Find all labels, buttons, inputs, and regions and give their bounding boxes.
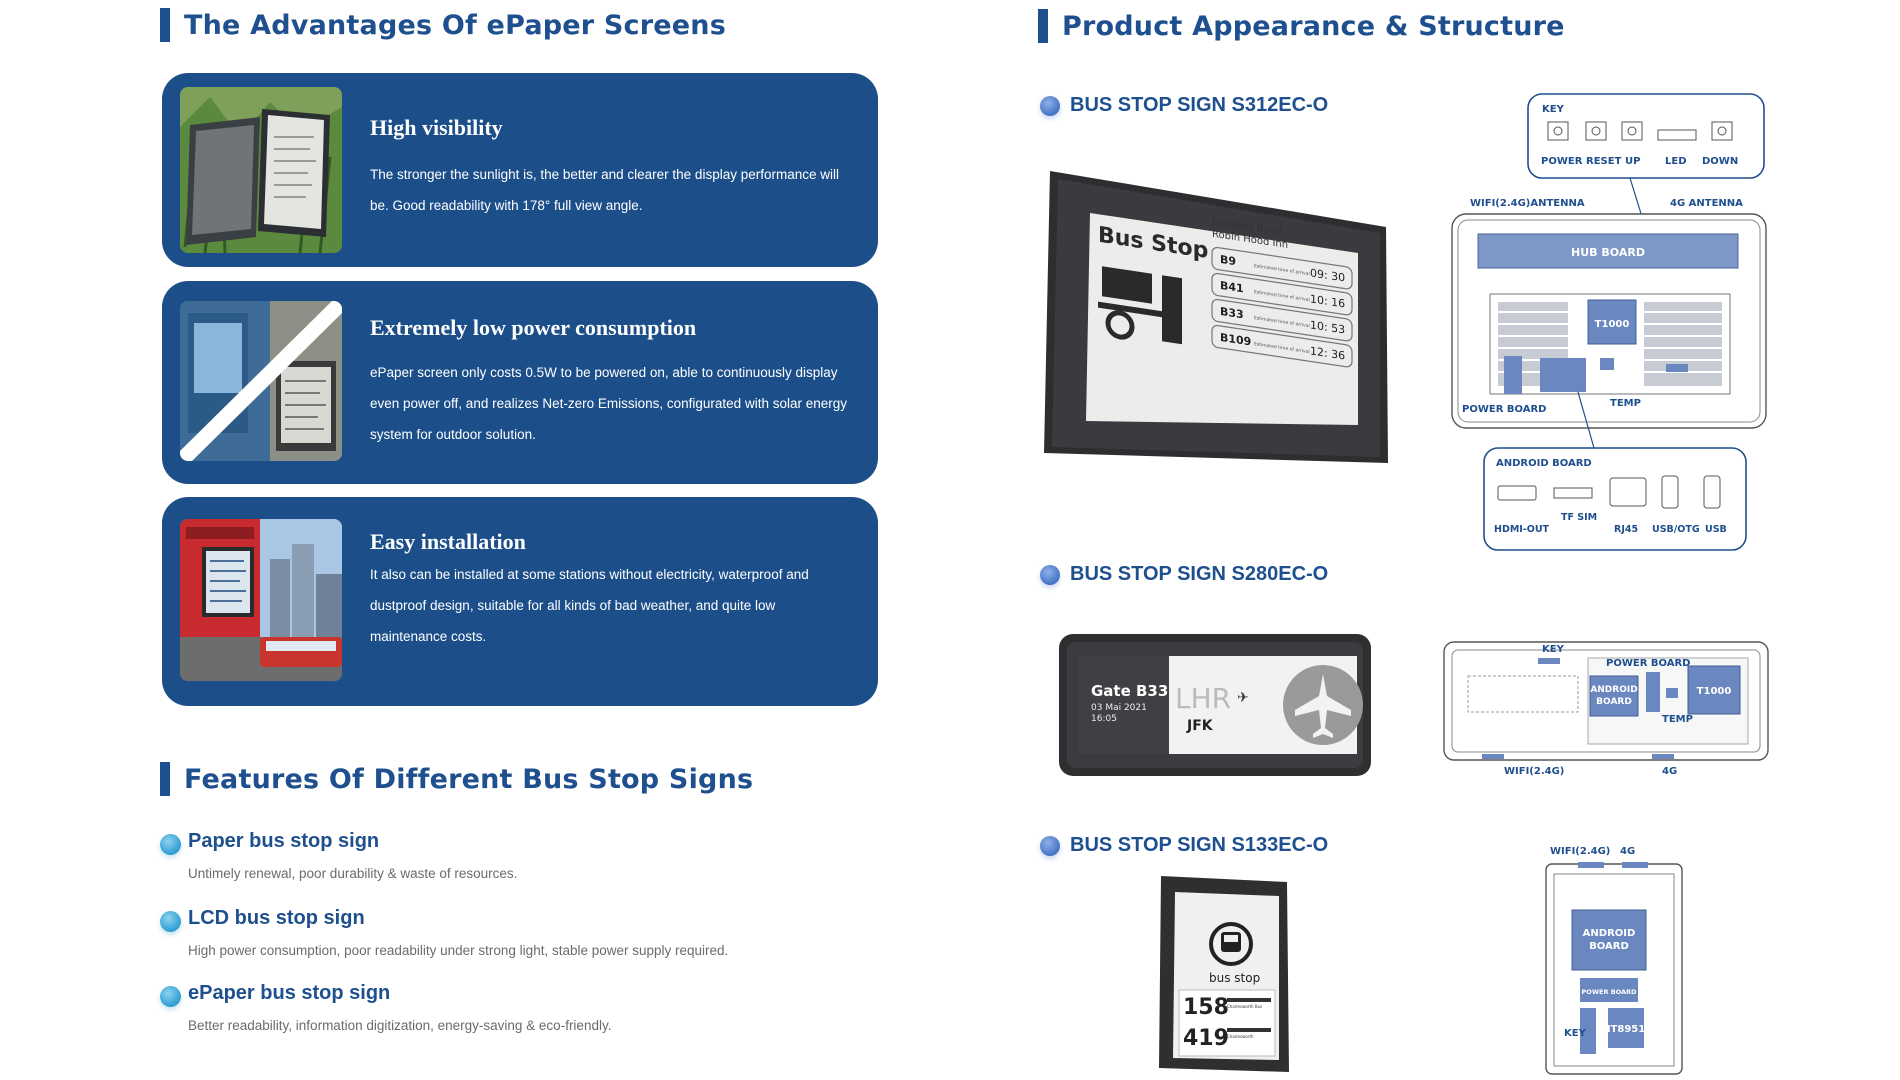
s133-route: 419 — [1183, 1026, 1229, 1051]
4g-label: 4G — [1662, 766, 1677, 777]
feature-desc: High power consumption, poor readability… — [188, 943, 729, 958]
power-board-label: POWER BOARD — [1462, 404, 1546, 415]
s133-dest: Charlesworth — [1227, 1034, 1254, 1039]
feature-name: Paper bus stop sign — [188, 830, 380, 852]
advantage-card-installation: Easy installation It also can be install… — [162, 497, 878, 706]
4g-antenna-label: 4G ANTENNA — [1670, 198, 1743, 209]
port-label: HDMI-OUT — [1494, 524, 1550, 535]
temp-label: TEMP — [1662, 714, 1693, 725]
advantage-title: Easy installation — [370, 529, 526, 554]
plane-icon — [1295, 674, 1351, 738]
s312-time: 09: 30 — [1310, 266, 1345, 284]
s312-device-image: Bus Stop Halliwell Road Robin Hood Inn B… — [1040, 165, 1390, 470]
date-text: 03 Mai 2021 — [1091, 703, 1147, 713]
s133-device-image: bus stop 158 419 Charlesworth Bus Charle… — [1155, 872, 1295, 1077]
advantages-section-title: The Advantages Of ePaper Screens — [160, 8, 726, 42]
s312-time: 12: 36 — [1310, 344, 1345, 362]
feature-name: ePaper bus stop sign — [188, 982, 391, 1004]
wifi-antenna-label: WIFI(2.4G)ANTENNA — [1470, 198, 1585, 209]
title-accent-bar — [160, 762, 170, 796]
plane-small-icon: ✈ — [1237, 690, 1249, 706]
hub-board-label: HUB BOARD — [1571, 246, 1645, 259]
t1000-label: T1000 — [1595, 319, 1630, 330]
key-name: DOWN — [1702, 156, 1738, 167]
s312-time: 10: 16 — [1310, 292, 1345, 310]
product-title-text: Product Appearance & Structure — [1062, 10, 1565, 42]
port-label: USB/OTG — [1652, 524, 1700, 535]
key-label: KEY — [1542, 644, 1565, 655]
s312-route: B109 — [1220, 331, 1251, 349]
key-label: KEY — [1564, 1028, 1587, 1039]
s133-route: 158 — [1183, 995, 1229, 1020]
feature-lcd: LCD bus stop sign High power consumption… — [160, 907, 860, 967]
comparison-photo — [180, 301, 342, 461]
to-airport: JFK — [1186, 718, 1214, 734]
feature-name: LCD bus stop sign — [188, 907, 365, 929]
bullet-dot-icon — [1040, 564, 1060, 585]
power-board-label: POWER BOARD — [1582, 988, 1638, 996]
bullet-dot-icon — [1040, 95, 1060, 116]
s312-route: B33 — [1220, 305, 1244, 321]
key-name: RESET — [1586, 156, 1622, 167]
s133-dest: Charlesworth Bus — [1227, 1004, 1262, 1009]
feature-paper: Paper bus stop sign Untimely renewal, po… — [160, 830, 760, 890]
temp-label: TEMP — [1610, 398, 1641, 409]
key-name: LED — [1665, 156, 1687, 167]
time-text: 16:05 — [1091, 714, 1117, 724]
key-label: KEY — [1542, 104, 1565, 115]
s312-route: B9 — [1220, 253, 1236, 268]
android-board-label-2: BOARD — [1596, 697, 1632, 707]
bullet-dot-icon — [160, 911, 181, 932]
it8951-label: IT8951 — [1607, 1024, 1645, 1035]
title-accent-bar — [1038, 9, 1048, 43]
s280-device-image: Gate B33 03 Mai 2021 16:05 LHR JFK ✈ — [1055, 630, 1375, 780]
advantages-title-text: The Advantages Of ePaper Screens — [184, 9, 726, 41]
advantage-description: ePaper screen only costs 0.5W to be powe… — [370, 365, 847, 442]
android-board-label: ANDROID BOARD — [1496, 458, 1592, 469]
street-sign-photo — [180, 519, 342, 681]
s133-structure-diagram: WIFI(2.4G) 4G ANDROID BOARD POWER BOARD … — [1538, 842, 1688, 1078]
key-name: POWER — [1541, 156, 1583, 167]
t1000-label: T1000 — [1697, 686, 1732, 697]
power-board-label: POWER BOARD — [1606, 658, 1690, 669]
feature-desc: Better readability, information digitiza… — [188, 1018, 612, 1033]
feature-epaper: ePaper bus stop sign Better readability,… — [160, 982, 760, 1042]
gate-text: Gate B33 — [1091, 682, 1168, 700]
wifi-label: WIFI(2.4G) — [1504, 766, 1564, 777]
key-name: UP — [1625, 156, 1640, 167]
advantage-description: The stronger the sunlight is, the better… — [370, 167, 839, 213]
bullet-dot-icon — [1040, 835, 1060, 856]
4g-label: 4G — [1620, 846, 1635, 857]
bullet-dot-icon — [160, 986, 181, 1007]
feature-desc: Untimely renewal, poor durability & wast… — [188, 866, 518, 881]
product-label-s312: BUS STOP SIGN S312EC-O — [1040, 94, 1328, 117]
s312-structure-diagram: KEY POWER RESET UP LED DOWN WIFI(2.4G)AN… — [1440, 90, 1770, 560]
android-board-label: ANDROID — [1583, 928, 1636, 939]
advantage-card-visibility: High visibility The stronger the sunligh… — [162, 73, 878, 267]
android-board-label: ANDROID — [1590, 685, 1637, 695]
features-section-title: Features Of Different Bus Stop Signs — [160, 762, 753, 796]
features-title-text: Features Of Different Bus Stop Signs — [184, 763, 754, 795]
sunlight-photo — [180, 87, 342, 253]
s133-caption: bus stop — [1209, 971, 1260, 985]
from-airport: LHR — [1175, 682, 1231, 715]
s312-route: B41 — [1220, 279, 1244, 295]
title-accent-bar — [160, 8, 170, 42]
wifi-label: WIFI(2.4G) — [1550, 846, 1610, 857]
port-label: TF SIM — [1561, 512, 1597, 523]
advantage-title: Extremely low power consumption — [370, 315, 697, 340]
bullet-dot-icon — [160, 834, 181, 855]
product-label-s133: BUS STOP SIGN S133EC-O — [1040, 834, 1328, 857]
advantage-description: It also can be installed at some station… — [370, 567, 809, 644]
product-section-title: Product Appearance & Structure — [1038, 9, 1565, 43]
port-label: USB — [1705, 524, 1727, 535]
port-label: RJ45 — [1614, 524, 1638, 535]
product-label-s280: BUS STOP SIGN S280EC-O — [1040, 563, 1328, 586]
s280-structure-diagram: KEY POWER BOARD ANDROID BOARD T1000 TEMP… — [1438, 636, 1774, 786]
advantage-card-power: Extremely low power consumption ePaper s… — [162, 281, 878, 484]
advantage-title: High visibility — [370, 115, 503, 140]
s312-time: 10: 53 — [1310, 318, 1345, 336]
android-board-label-2: BOARD — [1589, 941, 1629, 952]
